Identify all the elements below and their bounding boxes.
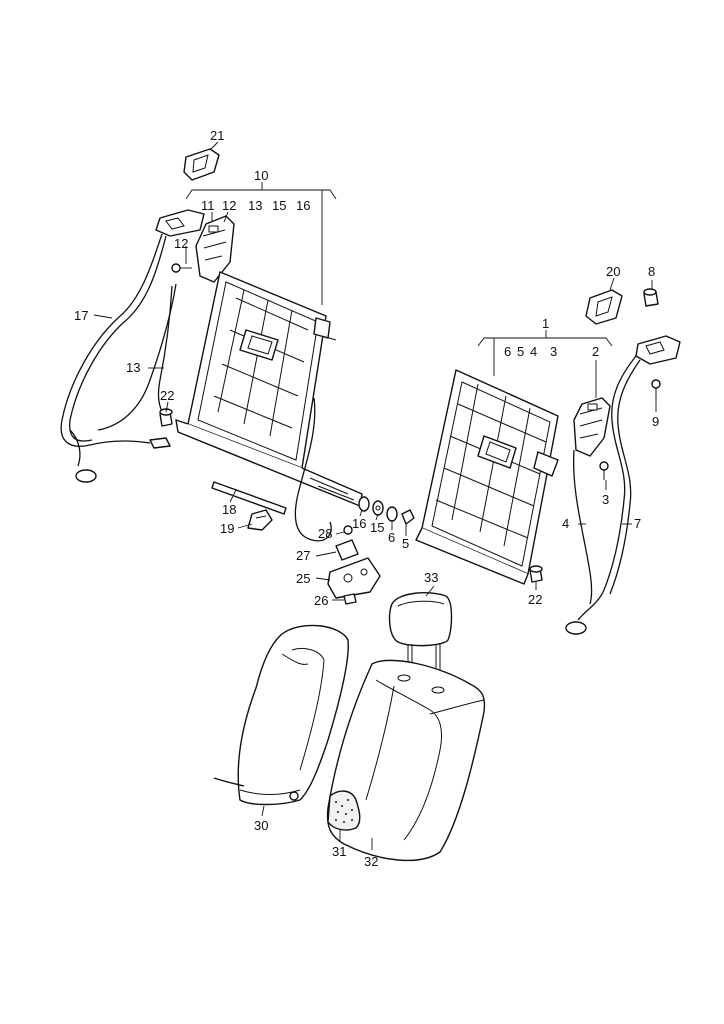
bracket-1 xyxy=(477,330,613,376)
callout-16: 16 xyxy=(352,516,366,531)
part-11-release-lock-left xyxy=(195,215,235,283)
callout-1: 1 xyxy=(542,316,549,331)
callout-19: 19 xyxy=(220,521,234,536)
part-27-bracket-plate xyxy=(335,539,359,561)
part-18-rod xyxy=(211,481,287,515)
callout-31: 31 xyxy=(332,844,346,859)
part-21-lever-cover xyxy=(183,148,220,181)
part-5-nut xyxy=(401,509,415,525)
callout-20: 20 xyxy=(606,264,620,279)
part-22-nut-right xyxy=(529,565,543,583)
callout-21: 21 xyxy=(210,128,224,143)
part-2-release-lock-right xyxy=(573,397,611,457)
part-26-bolt xyxy=(343,593,357,605)
part-17-cable-left xyxy=(60,209,205,483)
callout-30: 30 xyxy=(254,818,268,833)
callout-33: 33 xyxy=(424,570,438,585)
part-19-clip xyxy=(247,509,273,531)
part-31-foam-padding xyxy=(327,790,361,831)
callout-22: 22 xyxy=(528,592,542,607)
callout-32: 32 xyxy=(364,854,378,869)
callout-10: 10 xyxy=(254,168,268,183)
leader-lines xyxy=(93,141,657,850)
callout-18: 18 xyxy=(222,502,236,517)
callout-12: 12 xyxy=(174,236,188,251)
callout-3: 3 xyxy=(602,492,609,507)
callout-15: 15 xyxy=(272,198,286,213)
callout-22: 22 xyxy=(160,388,174,403)
callout-17: 17 xyxy=(74,308,88,323)
part-32-backrest-cover xyxy=(326,659,486,862)
part-3-screw-right xyxy=(599,461,609,480)
part-9-screw xyxy=(651,379,661,398)
callout-15: 15 xyxy=(370,520,384,535)
callout-8: 8 xyxy=(648,264,655,279)
callout-3: 3 xyxy=(550,344,557,359)
callout-7: 7 xyxy=(634,516,641,531)
callout-labels: 21 10 11 12 13 15 16 12 17 13 22 18 19 2… xyxy=(74,128,659,869)
part-4-bowden-right xyxy=(572,449,593,605)
part-8-clip xyxy=(643,288,659,307)
part-28-screw xyxy=(343,525,353,535)
callout-25: 25 xyxy=(296,571,310,586)
callout-9: 9 xyxy=(652,414,659,429)
callout-27: 27 xyxy=(296,548,310,563)
part-20-lever-cover xyxy=(585,289,623,325)
part-6-bushing xyxy=(386,506,398,522)
callout-12: 12 xyxy=(222,198,236,213)
callout-26: 26 xyxy=(314,593,328,608)
callout-4: 4 xyxy=(530,344,537,359)
callout-5: 5 xyxy=(517,344,524,359)
callout-13: 13 xyxy=(126,360,140,375)
backrest-frame-right xyxy=(415,369,559,585)
part-12-screw-left xyxy=(171,263,192,273)
callout-11: 11 xyxy=(201,198,215,213)
callout-16: 16 xyxy=(296,198,310,213)
backrest-frame-left xyxy=(175,271,363,542)
callout-28: 28 xyxy=(318,526,332,541)
callout-13: 13 xyxy=(248,198,262,213)
bracket-10 xyxy=(185,182,337,305)
part-16-bushing xyxy=(358,496,370,512)
callout-2: 2 xyxy=(592,344,599,359)
part-30-backrest-pad xyxy=(213,624,349,806)
part-25-hinge-bracket xyxy=(327,557,381,599)
callout-4: 4 xyxy=(562,516,569,531)
callout-6: 6 xyxy=(504,344,511,359)
callout-6: 6 xyxy=(388,530,395,545)
part-15-washer xyxy=(372,500,384,516)
callout-5: 5 xyxy=(402,536,409,551)
part-7-cable-right xyxy=(565,335,681,635)
